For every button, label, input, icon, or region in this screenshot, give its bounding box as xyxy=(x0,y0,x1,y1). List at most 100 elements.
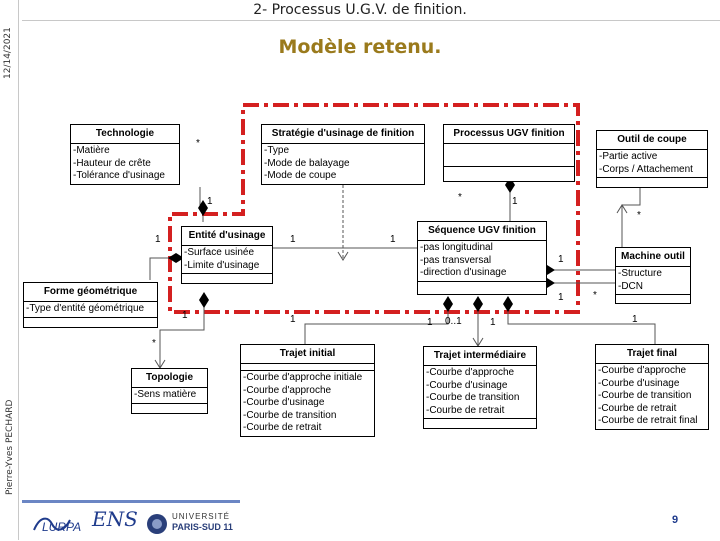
class-attribute: -Partie active xyxy=(599,151,658,162)
lurpa-logo: LURPA xyxy=(30,512,84,536)
class-technologie: Technologie -Matière -Hauteur de crête -… xyxy=(70,124,180,185)
diamond-tm xyxy=(473,296,483,312)
class-attribute: -Type xyxy=(264,145,290,156)
class-attribute: -Tolérance d'usinage xyxy=(73,170,165,181)
footer-divider xyxy=(22,500,240,503)
class-name: Trajet initial xyxy=(241,345,374,364)
class-name: Stratégie d'usinage de finition xyxy=(262,125,424,144)
class-attributes: -Type -Mode de balayage -Mode de coupe xyxy=(262,144,424,184)
class-name: Machine outil xyxy=(616,248,690,267)
class-attribute: -Courbe de retrait xyxy=(426,404,505,416)
class-attributes: -Type d'entité géométrique xyxy=(24,302,157,317)
mult-topo-star: * xyxy=(152,338,156,349)
mult-seq-left: 1 xyxy=(390,234,396,245)
mult-tm-one: 1 xyxy=(427,317,433,328)
class-attribute: -Courbe d'usinage xyxy=(426,379,508,391)
class-attribute: -Courbe de transition xyxy=(598,390,692,401)
assoc-sequence-trajet-initial xyxy=(304,304,449,344)
mult-entite-left: 1 xyxy=(155,234,161,245)
ens-logo: ENS xyxy=(90,507,140,537)
class-attribute: -Sens matière xyxy=(134,389,197,400)
class-processus: Processus UGV finition xyxy=(443,124,575,182)
assoc-forme-topologie xyxy=(159,306,205,368)
diamond-ti xyxy=(443,296,453,312)
mult-tm-one-b: 1 xyxy=(490,317,496,328)
diamond-entite xyxy=(168,253,184,263)
mult-seq-machine: 1 xyxy=(558,292,564,303)
class-attribute: -Surface usinée xyxy=(184,247,255,258)
slide-subtitle: Modèle retenu. xyxy=(278,36,442,58)
mult-entite-right: 1 xyxy=(290,234,296,245)
class-attributes: -Courbe d'approche -Courbe d'usinage -Co… xyxy=(596,364,708,429)
universite-logo: UNIVERSITÉ PARIS-SUD 11 xyxy=(146,510,236,538)
class-name: Topologie xyxy=(132,369,207,388)
class-attribute: -Courbe de retrait xyxy=(243,422,322,433)
class-attribute: -Limite d'usinage xyxy=(184,259,260,271)
class-forme-geometrique: Forme géométrique -Type d'entité géométr… xyxy=(23,282,158,328)
slide-title: 2- Processus U.G.V. de finition. xyxy=(253,2,467,18)
class-attribute: -Courbe de retrait xyxy=(598,402,677,414)
mult-tech-star: * xyxy=(196,138,200,149)
class-attribute: -Mode de balayage xyxy=(264,157,350,169)
class-sequence-ugv: Séquence UGV finition -pas longitudinal … xyxy=(417,221,547,295)
mult-tech-one: 1 xyxy=(207,196,213,207)
class-attribute: -Courbe d'approche xyxy=(243,384,332,396)
mult-proc-star: * xyxy=(458,192,462,203)
class-attribute: -Courbe d'approche xyxy=(598,365,687,376)
class-strategie: Stratégie d'usinage de finition -Type -M… xyxy=(261,124,425,185)
mult-ti-one: 1 xyxy=(290,314,296,325)
dependency-arrowhead xyxy=(337,251,349,261)
universite-line2: PARIS-SUD 11 xyxy=(172,522,233,532)
class-attributes: -Structure -DCN xyxy=(616,267,690,294)
class-trajet-final: Trajet final -Courbe d'approche -Courbe … xyxy=(595,344,709,430)
class-name: Processus UGV finition xyxy=(444,125,574,144)
side-divider xyxy=(18,0,19,540)
mult-proc-one: 1 xyxy=(512,196,518,207)
class-name: Technologie xyxy=(71,125,179,144)
class-topologie: Topologie -Sens matière xyxy=(131,368,208,414)
class-attributes: -Sens matière xyxy=(132,388,207,403)
diamond-tf xyxy=(503,296,513,312)
ens-logo-text: ENS xyxy=(92,507,138,531)
arrow-outil xyxy=(616,204,628,214)
class-attributes: -Partie active -Corps / Attachement xyxy=(597,150,707,177)
diamond-technologie xyxy=(198,200,208,216)
class-attribute: -Courbe d'approche xyxy=(426,367,515,378)
mult-forme-one: 1 xyxy=(182,310,188,321)
page-number: 9 xyxy=(672,514,679,526)
class-attribute: -direction d'usinage xyxy=(420,267,507,278)
mult-outil-star: * xyxy=(637,210,641,221)
class-name: Outil de coupe xyxy=(597,131,707,150)
title-divider xyxy=(22,20,720,21)
class-attribute: -pas longitudinal xyxy=(420,242,493,253)
class-name: Séquence UGV finition xyxy=(418,222,546,241)
class-attribute: -Courbe d'usinage xyxy=(598,377,680,389)
class-outil-de-coupe: Outil de coupe -Partie active -Corps / A… xyxy=(596,130,708,188)
class-attribute: -Structure xyxy=(618,268,662,279)
class-attribute: -Corps / Attachement xyxy=(599,163,693,175)
class-machine-outil: Machine outil -Structure -DCN xyxy=(615,247,691,304)
class-attribute: -Mode de coupe xyxy=(264,170,337,181)
class-attribute: -Courbe de transition xyxy=(426,392,520,403)
lurpa-logo-text: LURPA xyxy=(42,520,82,534)
class-attributes: -Matière -Hauteur de crête -Tolérance d'… xyxy=(71,144,179,184)
class-attribute: -Courbe d'approche initiale xyxy=(243,372,363,383)
mult-tm-range: 0..1 xyxy=(445,316,462,327)
class-attributes: -Surface usinée -Limite d'usinage xyxy=(182,246,272,273)
class-attribute: -DCN xyxy=(618,280,643,292)
universite-crest-icon xyxy=(147,514,167,534)
class-entite-usinage: Entité d'usinage -Surface usinée -Limite… xyxy=(181,226,273,284)
class-attribute: -Matière xyxy=(73,145,110,156)
lurpa-logo-mark xyxy=(33,517,71,531)
mult-machine-one: 1 xyxy=(558,254,564,265)
mult-tf-one: 1 xyxy=(632,314,638,325)
assoc-sequence-trajet-final xyxy=(507,304,656,344)
class-attribute: -Hauteur de crête xyxy=(73,157,151,169)
class-name: Trajet intermédiaire xyxy=(424,347,536,366)
class-attribute: -Type d'entité géométrique xyxy=(26,303,145,314)
mult-seq-star: * xyxy=(593,290,597,301)
dashed-frame xyxy=(168,103,580,314)
class-attributes: -Courbe d'approche initiale -Courbe d'ap… xyxy=(241,370,374,436)
class-attribute: -pas transversal xyxy=(420,254,492,266)
